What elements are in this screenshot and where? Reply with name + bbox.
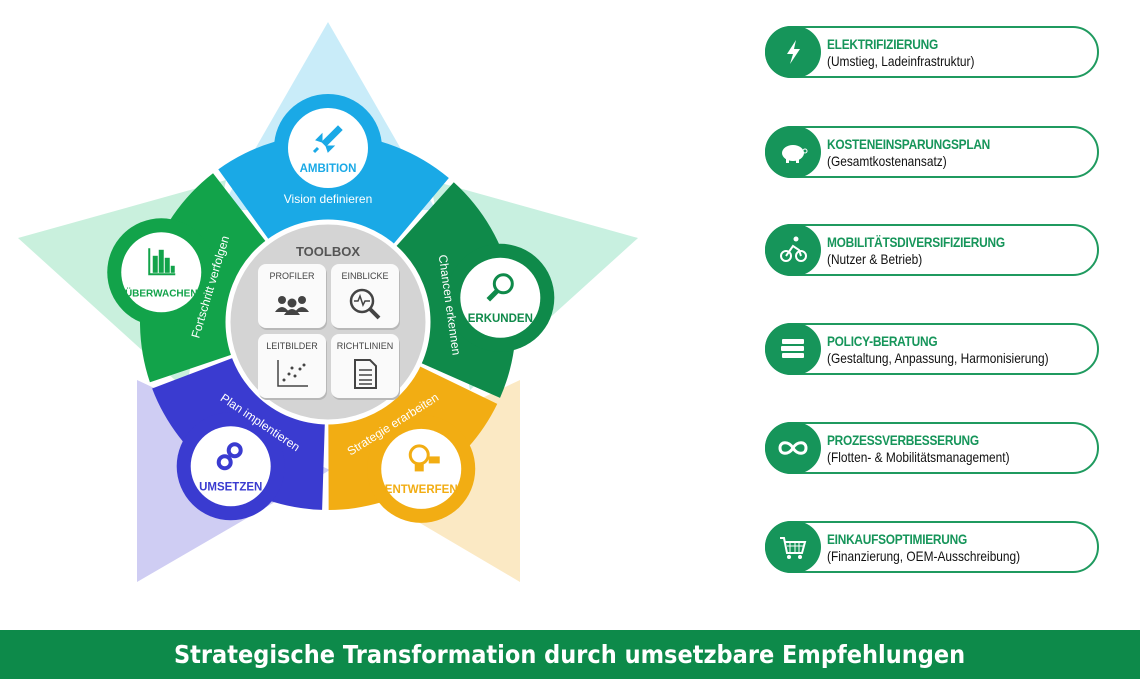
- stage-name: ERKUNDEN: [468, 313, 533, 325]
- transformation-cycle-diagram: AMBITION Vision definieren ERKUNDENChancen…: [18, 22, 638, 582]
- toolbox-tile-einblicke: EINBLICKE: [331, 264, 400, 330]
- magnifier-icon: [486, 273, 514, 302]
- stage-name: AMBITION: [300, 163, 357, 175]
- tile-label: PROFILER: [269, 271, 315, 281]
- rocket-icon: [312, 125, 343, 154]
- tile-label: EINBLICKE: [341, 271, 388, 281]
- piggy-bank-icon: [765, 126, 821, 178]
- document-icon: [354, 359, 377, 389]
- service-item: PROZESSVERBESSERUNG (Flotten- & Mobilitä…: [765, 422, 1099, 474]
- toolbox-tile-profiler: PROFILER: [258, 264, 327, 330]
- bar-chart-icon: [148, 248, 176, 276]
- cyclist-icon: [765, 224, 821, 276]
- service-item: ELEKTRIFIZIERUNG (Umstieg, Ladeinfrastru…: [765, 26, 1099, 78]
- service-subtitle: (Nutzer & Betrieb): [827, 251, 923, 267]
- service-item: EINKAUFSOPTIMIERUNG (Finanzierung, OEM-A…: [765, 521, 1099, 573]
- lightbulb-icon: [408, 444, 440, 472]
- service-item: KOSTENEINSPARUNGSPLAN (Gesamtkostenansat…: [765, 126, 1099, 178]
- service-title: ELEKTRIFIZIERUNG: [827, 36, 938, 52]
- service-item: POLICY-BERATUNG (Gestaltung, Anpassung, …: [765, 323, 1099, 375]
- service-title: EINKAUFSOPTIMIERUNG: [827, 531, 967, 547]
- gears-icon: [216, 442, 243, 471]
- stage-name: ENTWERFEN: [385, 484, 458, 496]
- service-subtitle: (Finanzierung, OEM-Ausschreibung): [827, 548, 1021, 564]
- stage-name: ÜBERWACHEN: [125, 286, 198, 299]
- stage-action-label: Vision definieren: [284, 192, 373, 206]
- people-group-icon: [275, 296, 309, 315]
- service-item: MOBILITÄTSDIVERSIFIZIERUNG (Nutzer & Bet…: [765, 224, 1099, 276]
- tile-label: RICHTLINIEN: [337, 341, 394, 351]
- service-subtitle: (Umstieg, Ladeinfrastruktur): [827, 53, 975, 69]
- footer-band: Strategische Transformation durch umsetz…: [0, 630, 1140, 679]
- scatter-plot-icon: [277, 360, 308, 387]
- service-subtitle: (Gesamtkostenansatz): [827, 153, 947, 169]
- books-icon: [765, 323, 821, 375]
- toolbox-title: TOOLBOX: [296, 244, 360, 259]
- tile-label: LEITBILDER: [266, 341, 318, 351]
- service-title: KOSTENEINSPARUNGSPLAN: [827, 136, 991, 152]
- stage-node: [460, 257, 541, 338]
- toolbox-tile-leitbilder: LEITBILDER: [258, 334, 327, 400]
- service-title: MOBILITÄTSDIVERSIFIZIERUNG: [827, 234, 1005, 250]
- infinity-icon: [765, 422, 821, 474]
- toolbox-tile-richtlinien: RICHTLINIEN: [331, 334, 400, 400]
- service-title: PROZESSVERBESSERUNG: [827, 432, 979, 448]
- service-subtitle: (Gestaltung, Anpassung, Harmonisierung): [827, 350, 1049, 366]
- service-title: POLICY-BERATUNG: [827, 333, 938, 349]
- shopping-cart-icon: [765, 521, 821, 573]
- service-subtitle: (Flotten- & Mobilitätsmanagement): [827, 449, 1010, 465]
- footer-text: Strategische Transformation durch umsetz…: [174, 640, 966, 669]
- magnifier-pulse-icon: [349, 288, 381, 320]
- stage-name: UMSETZEN: [199, 481, 262, 493]
- lightning-icon: [765, 26, 821, 78]
- stage-ambition: AMBITION Vision definieren: [218, 94, 449, 244]
